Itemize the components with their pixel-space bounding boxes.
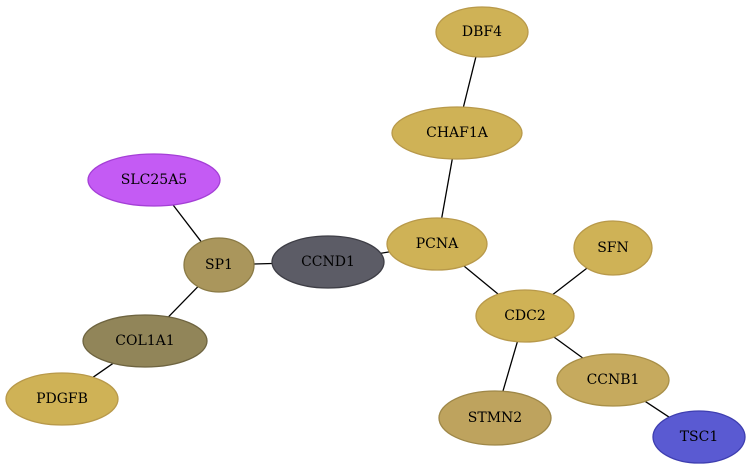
node-sfn[interactable]: SFN <box>573 220 653 276</box>
node-chaf1a-shape[interactable] <box>391 106 523 160</box>
node-tsc1-label: TSC1 <box>680 429 719 445</box>
edge-pcna-cdc2 <box>463 265 499 295</box>
node-dbf4-shape[interactable] <box>435 6 529 58</box>
node-sp1[interactable]: SP1 <box>183 237 255 293</box>
edge-ccnb1-tsc1 <box>644 400 670 418</box>
node-ccnd1[interactable]: CCND1 <box>271 235 385 289</box>
node-ccnb1-label: CCNB1 <box>587 372 640 388</box>
node-ccnb1[interactable]: CCNB1 <box>556 353 670 407</box>
edge-col1a1-pdgfb <box>92 362 114 378</box>
node-tsc1-shape[interactable] <box>652 410 746 464</box>
node-dbf4-label: DBF4 <box>462 24 502 40</box>
node-pdgfb[interactable]: PDGFB <box>5 372 119 426</box>
node-chaf1a[interactable]: CHAF1A <box>391 106 523 160</box>
node-tsc1[interactable]: TSC1 <box>652 410 746 464</box>
edge-layer <box>92 56 670 418</box>
edge-dbf4-chaf1a <box>462 56 477 108</box>
edge-sp1-col1a1 <box>167 286 199 318</box>
node-slc25a5[interactable]: SLC25A5 <box>87 153 221 207</box>
node-cdc2-label: CDC2 <box>504 308 546 324</box>
node-pdgfb-shape[interactable] <box>5 372 119 426</box>
node-stmn2[interactable]: STMN2 <box>438 390 552 446</box>
edge-sp1-ccnd1 <box>253 262 273 265</box>
edge-slc25a5-sp1 <box>172 204 202 243</box>
edge-sfn-cdc2 <box>552 267 588 296</box>
node-col1a1[interactable]: COL1A1 <box>82 314 208 368</box>
node-sp1-shape[interactable] <box>183 237 255 293</box>
node-stmn2-shape[interactable] <box>438 390 552 446</box>
node-sfn-shape[interactable] <box>573 220 653 276</box>
node-dbf4[interactable]: DBF4 <box>435 6 529 58</box>
node-chaf1a-label: CHAF1A <box>426 125 489 141</box>
node-slc25a5-label: SLC25A5 <box>121 172 187 188</box>
node-pcna-label: PCNA <box>416 236 459 252</box>
node-ccnd1-shape[interactable] <box>271 235 385 289</box>
node-ccnd1-label: CCND1 <box>301 254 355 270</box>
node-col1a1-shape[interactable] <box>82 314 208 368</box>
edge-chaf1a-pcna <box>441 158 453 219</box>
node-slc25a5-shape[interactable] <box>87 153 221 207</box>
node-sfn-label: SFN <box>597 240 629 256</box>
node-cdc2[interactable]: CDC2 <box>475 289 575 343</box>
node-cdc2-shape[interactable] <box>475 289 575 343</box>
node-stmn2-label: STMN2 <box>468 410 522 426</box>
edge-cdc2-ccnb1 <box>553 336 584 359</box>
node-pdgfb-label: PDGFB <box>36 391 88 407</box>
node-sp1-label: SP1 <box>205 257 233 273</box>
edge-ccnd1-pcna <box>380 251 390 254</box>
node-pcna-shape[interactable] <box>386 217 488 271</box>
node-pcna[interactable]: PCNA <box>386 217 488 271</box>
node-ccnb1-shape[interactable] <box>556 353 670 407</box>
edge-cdc2-stmn2 <box>502 341 519 392</box>
node-col1a1-label: COL1A1 <box>115 333 174 349</box>
